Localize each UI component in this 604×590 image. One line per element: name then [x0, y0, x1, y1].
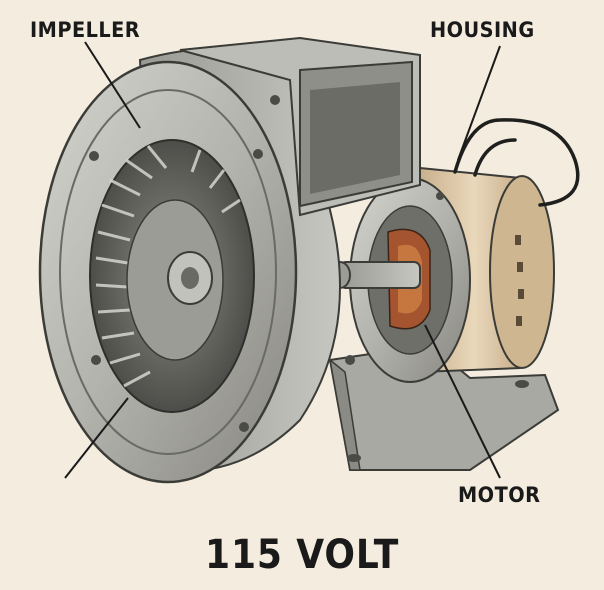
impeller-wheel: [89, 139, 255, 413]
motor-label: MOTOR: [458, 483, 541, 507]
callout-lines: [64, 41, 501, 479]
voltage-label: 115 VOLT: [205, 532, 400, 578]
motor-shaft: [329, 261, 421, 289]
impeller-label: IMPELLER: [30, 18, 141, 42]
motor-wires: [453, 118, 580, 207]
housing-label: HOUSING: [430, 18, 535, 42]
